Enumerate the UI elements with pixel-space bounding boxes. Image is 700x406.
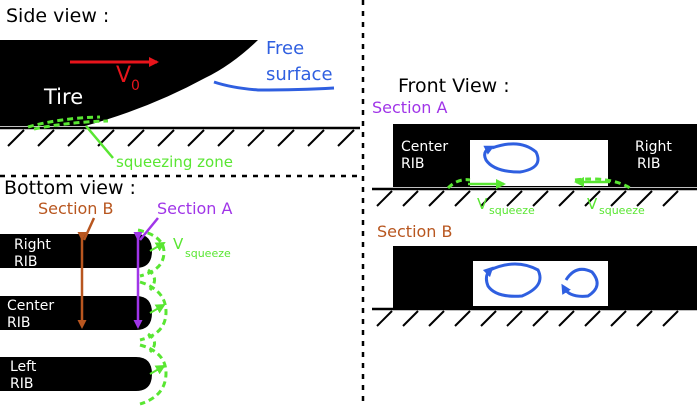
front-center-rib-label-line2: RIB — [401, 156, 424, 172]
tire-shape — [0, 40, 258, 126]
front-b-ground-hatching — [376, 310, 679, 327]
bottom-view-title: Bottom view : — [4, 177, 136, 199]
front-view-panel: Front View : Section A Center RIB Right … — [372, 75, 697, 327]
squeezing-zone-marker — [27, 115, 109, 131]
rib-center-label-line2: RIB — [7, 315, 30, 331]
section-b-label: Section B — [38, 199, 114, 218]
bottom-view-panel: Bottom view : Right RIB Center RIB Left … — [0, 177, 233, 406]
front-right-rib-label-line2: RIB — [637, 156, 660, 172]
front-view-title: Front View : — [398, 75, 510, 97]
front-section-b-label: Section B — [377, 222, 453, 241]
velocity-subscript: 0 — [131, 78, 140, 94]
rib-right — [0, 234, 152, 268]
front-v-squeeze-right-label: V — [587, 195, 598, 213]
front-section-b-vortex-right — [561, 267, 599, 298]
side-view-title: Side view : — [6, 5, 109, 27]
side-view-panel: Side view : Tire V 0 Free surface squeez… — [0, 5, 360, 171]
rib-right-label-line2: RIB — [14, 254, 37, 270]
bottom-v-squeeze-subscript: squeeze — [185, 247, 231, 260]
free-surface-line — [213, 80, 335, 92]
rib-center-label-line1: Center — [7, 298, 54, 314]
rib-left-label-line2: RIB — [10, 376, 33, 392]
front-v-squeeze-left-label: V — [477, 195, 488, 213]
section-a-label: Section A — [157, 199, 233, 218]
tire-label: Tire — [43, 85, 83, 109]
front-a-ground-hatching — [376, 190, 679, 207]
front-v-squeeze-left-subscript: squeeze — [489, 204, 535, 217]
rib-left-label-line1: Left — [10, 359, 37, 375]
bottom-squeeze-flow — [137, 228, 168, 406]
free-surface-label-line2: surface — [266, 64, 333, 85]
free-surface-label-line1: Free — [266, 38, 304, 59]
front-section-a-label: Section A — [372, 98, 448, 117]
front-v-squeeze-right-subscript: squeeze — [599, 204, 645, 217]
rib-right-label-line1: Right — [14, 237, 51, 253]
bottom-v-squeeze-label: V — [173, 235, 184, 253]
squeezing-zone-label: squeezing zone — [116, 153, 233, 171]
rib-left — [0, 357, 152, 391]
velocity-label: V — [116, 63, 131, 88]
section-a-pointer — [139, 217, 159, 241]
front-right-rib-label-line1: Right — [635, 139, 672, 155]
bottom-squeeze-arrows — [149, 242, 166, 375]
squeezing-zone-pointer — [85, 125, 114, 159]
front-section-b-vortex-left — [482, 262, 542, 298]
rib-center — [0, 296, 152, 330]
side-ground-hatching — [7, 129, 355, 147]
front-section-a-vortex — [483, 142, 540, 174]
front-center-rib-label-line1: Center — [401, 139, 448, 155]
